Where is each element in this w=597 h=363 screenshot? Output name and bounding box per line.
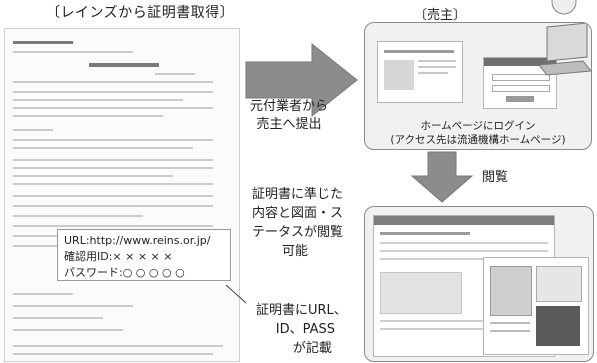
credentials-callout: URL:http://www.reins.or.jp/ 確認用ID:× × × … bbox=[57, 229, 231, 281]
diagram-title: 〔レインズから証明書取得〕 bbox=[46, 5, 235, 21]
arrow-top-label: 元付業者から 売主へ提出 bbox=[250, 99, 329, 132]
browse-label: 閲覧 bbox=[482, 170, 509, 185]
browse-panel bbox=[364, 206, 594, 362]
bottom-text: 証明書にURL、 ID、PASS が記載 bbox=[256, 303, 347, 356]
callout-url: URL:http://www.reins.or.jp/ bbox=[64, 234, 211, 247]
login-panel: ホームページにログイン (アクセス先は流通機構ホームページ) bbox=[364, 22, 592, 150]
seller-label: 〔売主〕 bbox=[414, 8, 467, 23]
arrow-right bbox=[245, 42, 358, 118]
certificate-document bbox=[4, 28, 240, 362]
arrow-down bbox=[410, 151, 474, 203]
login-caption: ホームページにログイン (アクセス先は流通機構ホームページ) bbox=[390, 120, 566, 146]
floorplan-screenshot bbox=[483, 257, 589, 355]
callout-pass: パスワード:○ ○ ○ ○ ○ bbox=[64, 266, 185, 279]
homepage-screenshot bbox=[377, 41, 463, 103]
middle-text: 証明書に準じた 内容と図面・ス テータスが閲覧 可能 bbox=[252, 187, 344, 259]
login-form-screenshot bbox=[483, 57, 557, 109]
seller-person-icon bbox=[551, 0, 577, 15]
laptop-icon bbox=[538, 23, 591, 76]
callout-id: 確認用ID:× × × × × bbox=[64, 250, 173, 263]
connector-line bbox=[225, 284, 247, 304]
